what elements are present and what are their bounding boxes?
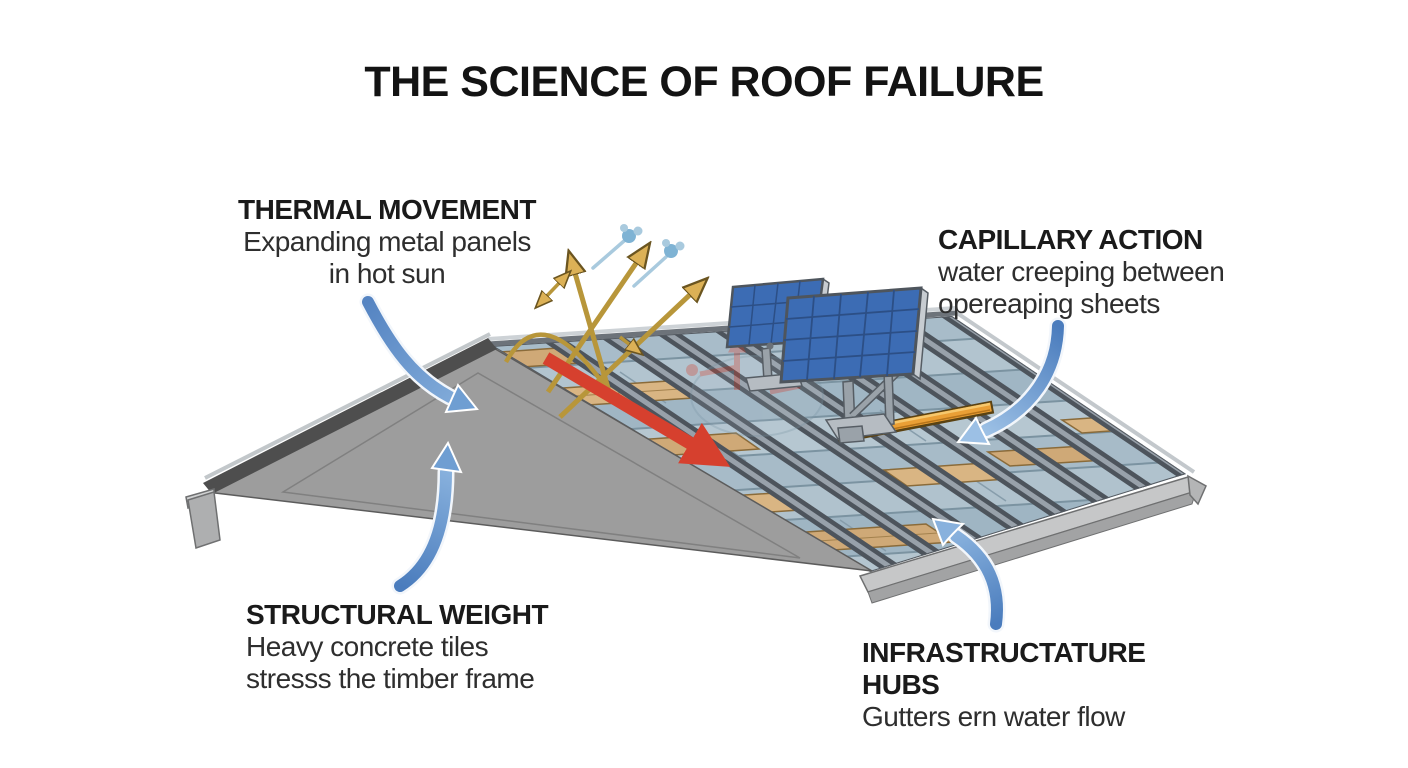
solar-panel-right [779,286,929,444]
capillary-pointer-arrow [956,317,1067,446]
label-capillary-action: CAPILLARY ACTION water creeping between … [938,224,1268,320]
structural-line-1: Heavy concrete tiles [246,630,489,662]
thermal-line-1: Expanding metal panels [243,225,531,257]
infrastructure-pointer-arrow [931,517,1006,633]
structural-pointer-arrow [391,440,463,595]
capillary-line-1: water creeping between [938,255,1225,287]
heat-shimmer-puffs [591,224,685,288]
infrastructure-line-1: Gutters ern water flow [862,700,1125,732]
thermal-line-2: in hot sun [328,257,446,289]
label-infrastructure-hubs: INFRASTRUCTATURE HUBS Gutters ern water … [862,637,1222,733]
capillary-heading: CAPILLARY ACTION [938,224,1203,255]
pointer-arrows [359,293,1067,633]
thermal-pointer-arrow [359,293,479,414]
water-flow-arrow [542,352,731,467]
label-structural-weight: STRUCTURAL WEIGHT Heavy concrete tiles s… [246,599,576,695]
page-title: THE SCIENCE OF ROOF FAILURE [364,58,1044,106]
label-thermal-movement: THERMAL MOVEMENT Expanding metal panels … [212,194,562,290]
structural-line-2: stresss the timber frame [246,662,535,694]
structural-heading: STRUCTURAL WEIGHT [246,599,549,630]
infrastructure-heading: INFRASTRUCTATURE HUBS [862,637,1146,700]
capillary-line-2: opereaping sheets [938,287,1160,319]
thermal-heading: THERMAL MOVEMENT [238,194,536,225]
roof-gutter [858,474,1207,604]
gutter-end-cap-left [185,488,221,549]
